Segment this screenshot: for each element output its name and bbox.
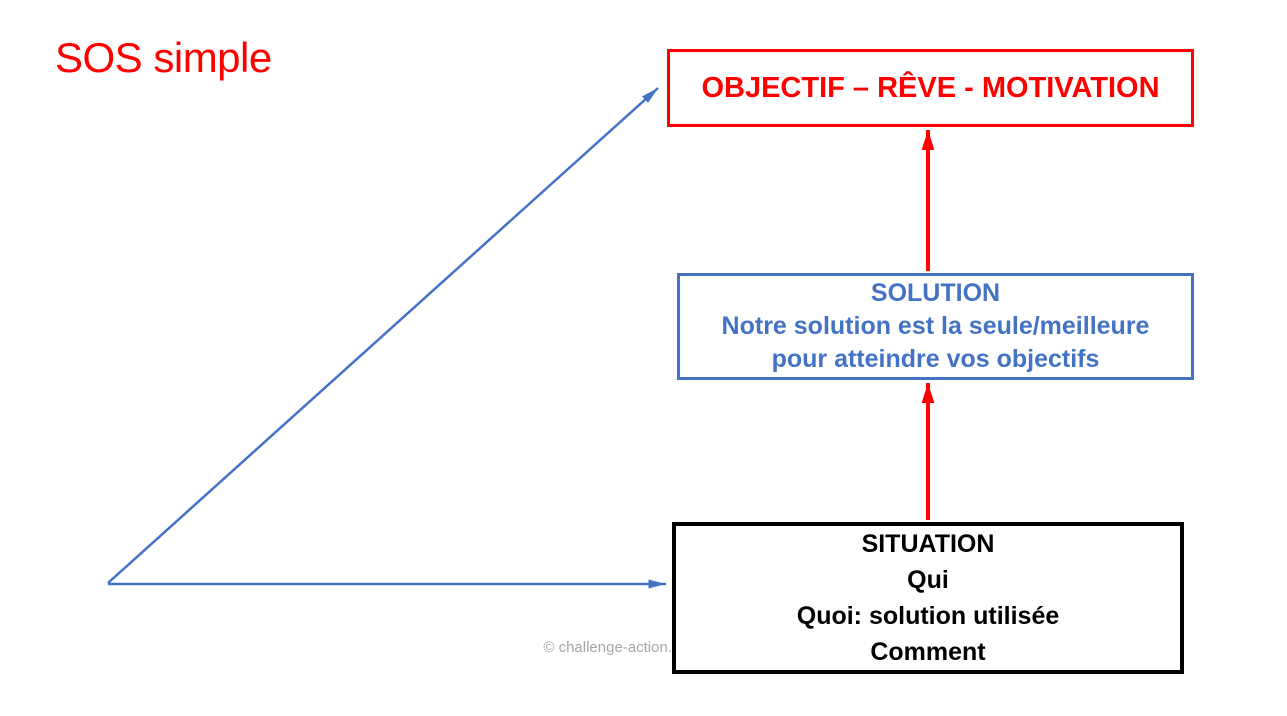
watermark: © challenge-action. xyxy=(543,639,672,656)
situation-line-comment: Comment xyxy=(870,638,986,666)
objectif-label: OBJECTIF – RÊVE - MOTIVATION xyxy=(701,71,1160,104)
solution-title: SOLUTION xyxy=(870,279,1001,307)
objectif-box: OBJECTIF – RÊVE - MOTIVATION xyxy=(667,49,1194,127)
solution-line-2: pour atteindre vos objectifs xyxy=(771,345,1100,373)
situation-box: SITUATION Qui Quoi: solution utilisée Co… xyxy=(672,522,1184,674)
solution-line-1: Notre solution est la seule/meilleure xyxy=(721,312,1150,340)
situation-line-qui: Qui xyxy=(907,566,949,594)
arrow-origin-to-objectif xyxy=(107,87,659,584)
situation-line-quoi: Quoi: solution utilisée xyxy=(796,602,1060,630)
situation-title: SITUATION xyxy=(861,530,995,558)
slide-title: SOS simple xyxy=(55,34,272,81)
solution-box: SOLUTION Notre solution est la seule/mei… xyxy=(677,273,1194,380)
